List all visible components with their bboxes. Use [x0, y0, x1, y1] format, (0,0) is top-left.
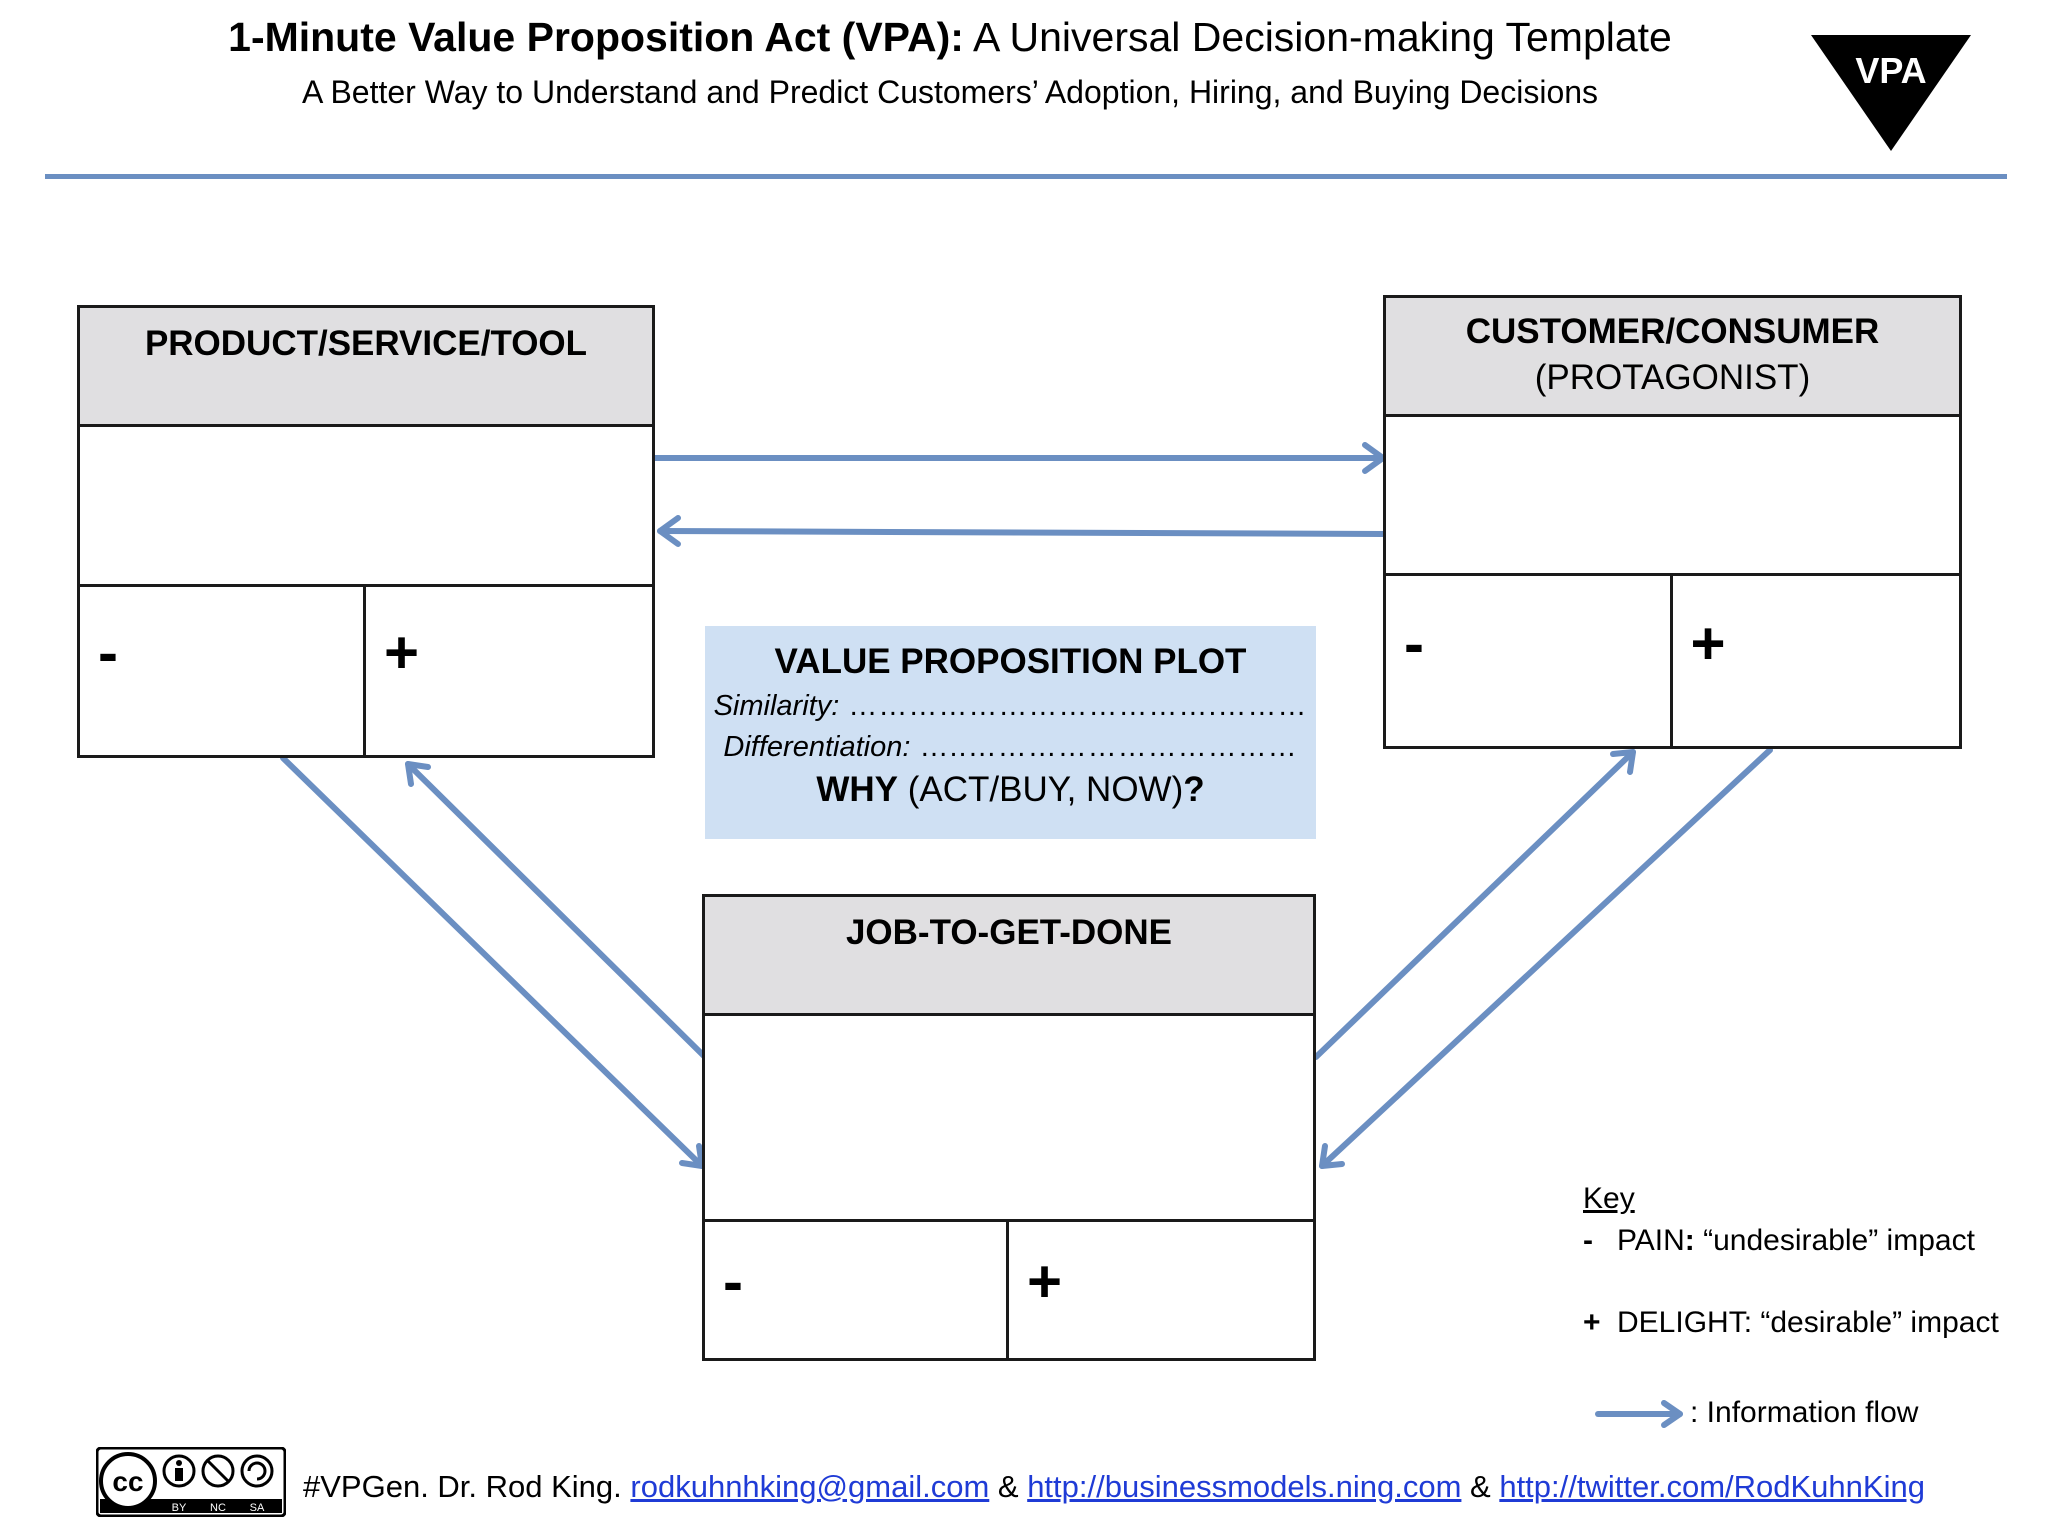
job-pain-cell: - — [705, 1222, 1009, 1358]
product-box-impact-row: - + — [80, 584, 652, 755]
cc-mark: cc — [112, 1466, 143, 1497]
customer-consumer-box: CUSTOMER/CONSUMER (PROTAGONIST) - + — [1383, 295, 1962, 749]
arrow-job-to-customer-minus — [1313, 749, 1636, 1060]
footer-lead: #VPGen. Dr. Rod King. — [303, 1469, 631, 1504]
vpa-badge-label: VPA — [1855, 50, 1927, 91]
arrowhead-job-to-product-plus — [405, 761, 431, 787]
product-service-tool-box: PRODUCT/SERVICE/TOOL - + — [77, 305, 655, 758]
job-delight-sign: + — [1027, 1248, 1063, 1315]
key-pain-label: PAIN — [1617, 1224, 1685, 1257]
product-pain-sign: - — [98, 619, 118, 686]
key-title-row: Key — [1583, 1182, 1635, 1216]
title-bold: 1-Minute Value Proposition Act (VPA): — [228, 14, 964, 60]
footer-amp-1: & — [989, 1469, 1028, 1504]
customer-box-header: CUSTOMER/CONSUMER (PROTAGONIST) — [1386, 298, 1959, 417]
plot-why-line: WHY (ACT/BUY, NOW)? — [705, 770, 1316, 810]
product-delight-sign: + — [384, 619, 420, 686]
footer-credits: #VPGen. Dr. Rod King. rodkuhnhking@gmail… — [303, 1469, 1925, 1505]
customer-pain-cell: - — [1386, 576, 1673, 746]
creative-commons-icon: cc BY NC SA — [96, 1447, 286, 1517]
key-pain-colon: : — [1684, 1224, 1695, 1257]
title-rest: A Universal Decision-making Template — [963, 14, 1672, 60]
key-flow-row: : Information flow — [1690, 1396, 1918, 1430]
customer-delight-sign: + — [1690, 610, 1726, 677]
customer-box-title: CUSTOMER/CONSUMER — [1465, 312, 1880, 351]
email-link[interactable]: rodkuhnhking@gmail.com — [630, 1469, 990, 1504]
product-box-title: PRODUCT/SERVICE/TOOL — [144, 324, 588, 363]
key-delight-text: DELIGHT: “desirable” impact — [1617, 1306, 1999, 1339]
plot-differentiation-line: Differentiation: …..…………………………… — [705, 731, 1316, 764]
job-box-header: JOB-TO-GET-DONE — [705, 897, 1313, 1016]
product-pain-cell: - — [80, 587, 366, 755]
differentiation-dots: …..…………………………… — [910, 731, 1298, 763]
customer-box-subtitle: (PROTAGONIST) — [1534, 358, 1811, 397]
customer-pain-sign: - — [1404, 610, 1424, 677]
page-title: 1-Minute Value Proposition Act (VPA): A … — [0, 14, 1900, 61]
why-mark: ? — [1183, 770, 1205, 809]
arrowhead-customer-plus-to-job — [1319, 1143, 1345, 1169]
why-bold: WHY — [816, 770, 899, 809]
job-to-get-done-box: JOB-TO-GET-DONE - + — [702, 894, 1316, 1361]
customer-box-impact-row: - + — [1386, 573, 1959, 746]
job-pain-sign: - — [723, 1248, 743, 1315]
key-delight-sign: + — [1583, 1306, 1601, 1339]
plot-similarity-line: Similarity: ……………………………….……… — [705, 690, 1316, 723]
value-proposition-plot: VALUE PROPOSITION PLOT Similarity: ……………… — [705, 626, 1316, 839]
differentiation-label: Differentiation: — [723, 731, 911, 763]
key-title: Key — [1583, 1182, 1635, 1215]
legend-key: Key -PAIN: “undesirable” impact + DELIGHT… — [1583, 1182, 2023, 1442]
job-box-title: JOB-TO-GET-DONE — [845, 913, 1173, 952]
similarity-label: Similarity: — [713, 690, 840, 722]
cc-by-label: BY — [172, 1502, 187, 1514]
business-models-link[interactable]: http://businessmodels.ning.com — [1027, 1469, 1462, 1504]
key-delight-row: + DELIGHT: “desirable” impact — [1583, 1306, 1999, 1340]
arrow-product-minus-to-job — [280, 755, 705, 1169]
similarity-dots: ……………………………….……… — [839, 690, 1308, 722]
product-delight-cell: + — [366, 587, 652, 755]
arrow-job-to-product-plus — [405, 761, 708, 1060]
job-delight-cell: + — [1009, 1222, 1313, 1358]
customer-delight-cell: + — [1673, 576, 1960, 746]
arrow-customer-to-product — [657, 528, 1386, 537]
product-box-header: PRODUCT/SERVICE/TOOL — [80, 308, 652, 427]
vpa-triangle-badge — [1811, 35, 1971, 151]
arrowhead-job-to-customer-minus — [1610, 749, 1636, 775]
key-pain-row: -PAIN: “undesirable” impact — [1583, 1224, 1975, 1258]
why-rest: (ACT/BUY, NOW) — [898, 770, 1184, 809]
plot-title: VALUE PROPOSITION PLOT — [774, 642, 1247, 681]
key-pain-sign: - — [1583, 1224, 1593, 1257]
page-subtitle: A Better Way to Understand and Predict C… — [301, 74, 1599, 110]
key-pain-text: “undesirable” impact — [1694, 1224, 1975, 1257]
header-divider — [45, 174, 2007, 179]
arrow-customer-plus-to-job — [1319, 747, 1773, 1169]
job-box-impact-row: - + — [705, 1219, 1313, 1358]
footer-amp-2: & — [1461, 1469, 1500, 1504]
twitter-link[interactable]: http://twitter.com/RodKuhnKing — [1499, 1469, 1925, 1504]
cc-sa-label: SA — [250, 1502, 265, 1514]
key-flow-text: : Information flow — [1690, 1396, 1919, 1429]
cc-nc-label: NC — [210, 1502, 226, 1514]
arrowhead-customer-to-product — [657, 515, 681, 547]
key-arrowhead-sample — [1661, 1400, 1683, 1428]
